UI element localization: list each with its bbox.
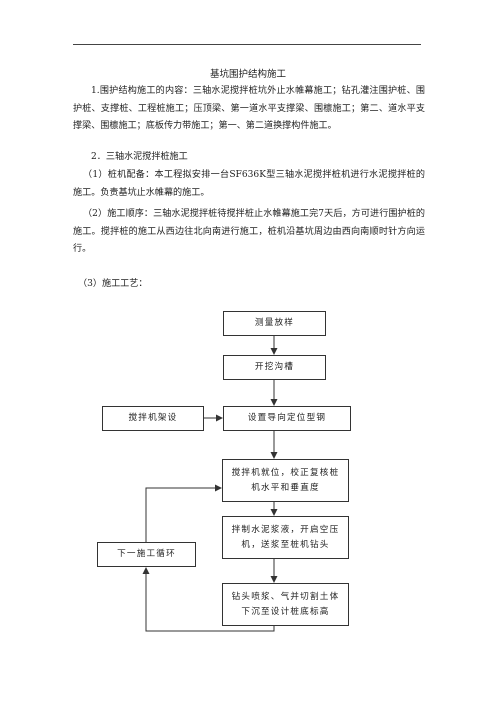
- paragraph-construction-content: 1.围护结构施工的内容：三轴水泥搅拌桩坑外止水帷幕施工；钻孔灌注围护桩、围护桩、…: [73, 86, 425, 131]
- header-rule: [73, 44, 421, 45]
- paragraph-rig-equipment: （1）桩机配备：本工程拟安排一台SF636K型三轴水泥搅拌桩机进行水泥搅拌桩的施…: [73, 170, 425, 198]
- step-next-cycle: 下一施工循环: [97, 542, 196, 567]
- step-rig-setup: 搅拌机架设: [102, 406, 204, 431]
- step-guide-steel: 设置导向定位型钢: [223, 406, 351, 431]
- paragraph-construction-sequence: （2）施工顺序：三轴水泥搅拌桩待搅拌桩止水帷幕施工完7天后，方可进行围护桩的施工…: [73, 209, 425, 254]
- paragraph-process-heading: （3）施工工艺：: [78, 279, 148, 289]
- section-heading-mixing-pile: 2．三轴水泥搅拌桩施工: [91, 152, 188, 162]
- document-title: 基坑围护结构施工: [209, 69, 286, 80]
- step-trench: 开挖沟槽: [223, 355, 326, 380]
- loop-next-to-position: [145, 484, 222, 542]
- step-rig-position: 搅拌机就位，校正复核桩机水平和垂直度: [222, 459, 349, 502]
- step-mix-slurry: 拌制水泥浆液，开启空压机，送浆至桩机钻头: [222, 516, 349, 559]
- step-survey: 测量放样: [223, 311, 326, 336]
- step-drill-spray: 钻头喷浆、气并切割土体下沉至设计桩底标高: [222, 583, 349, 626]
